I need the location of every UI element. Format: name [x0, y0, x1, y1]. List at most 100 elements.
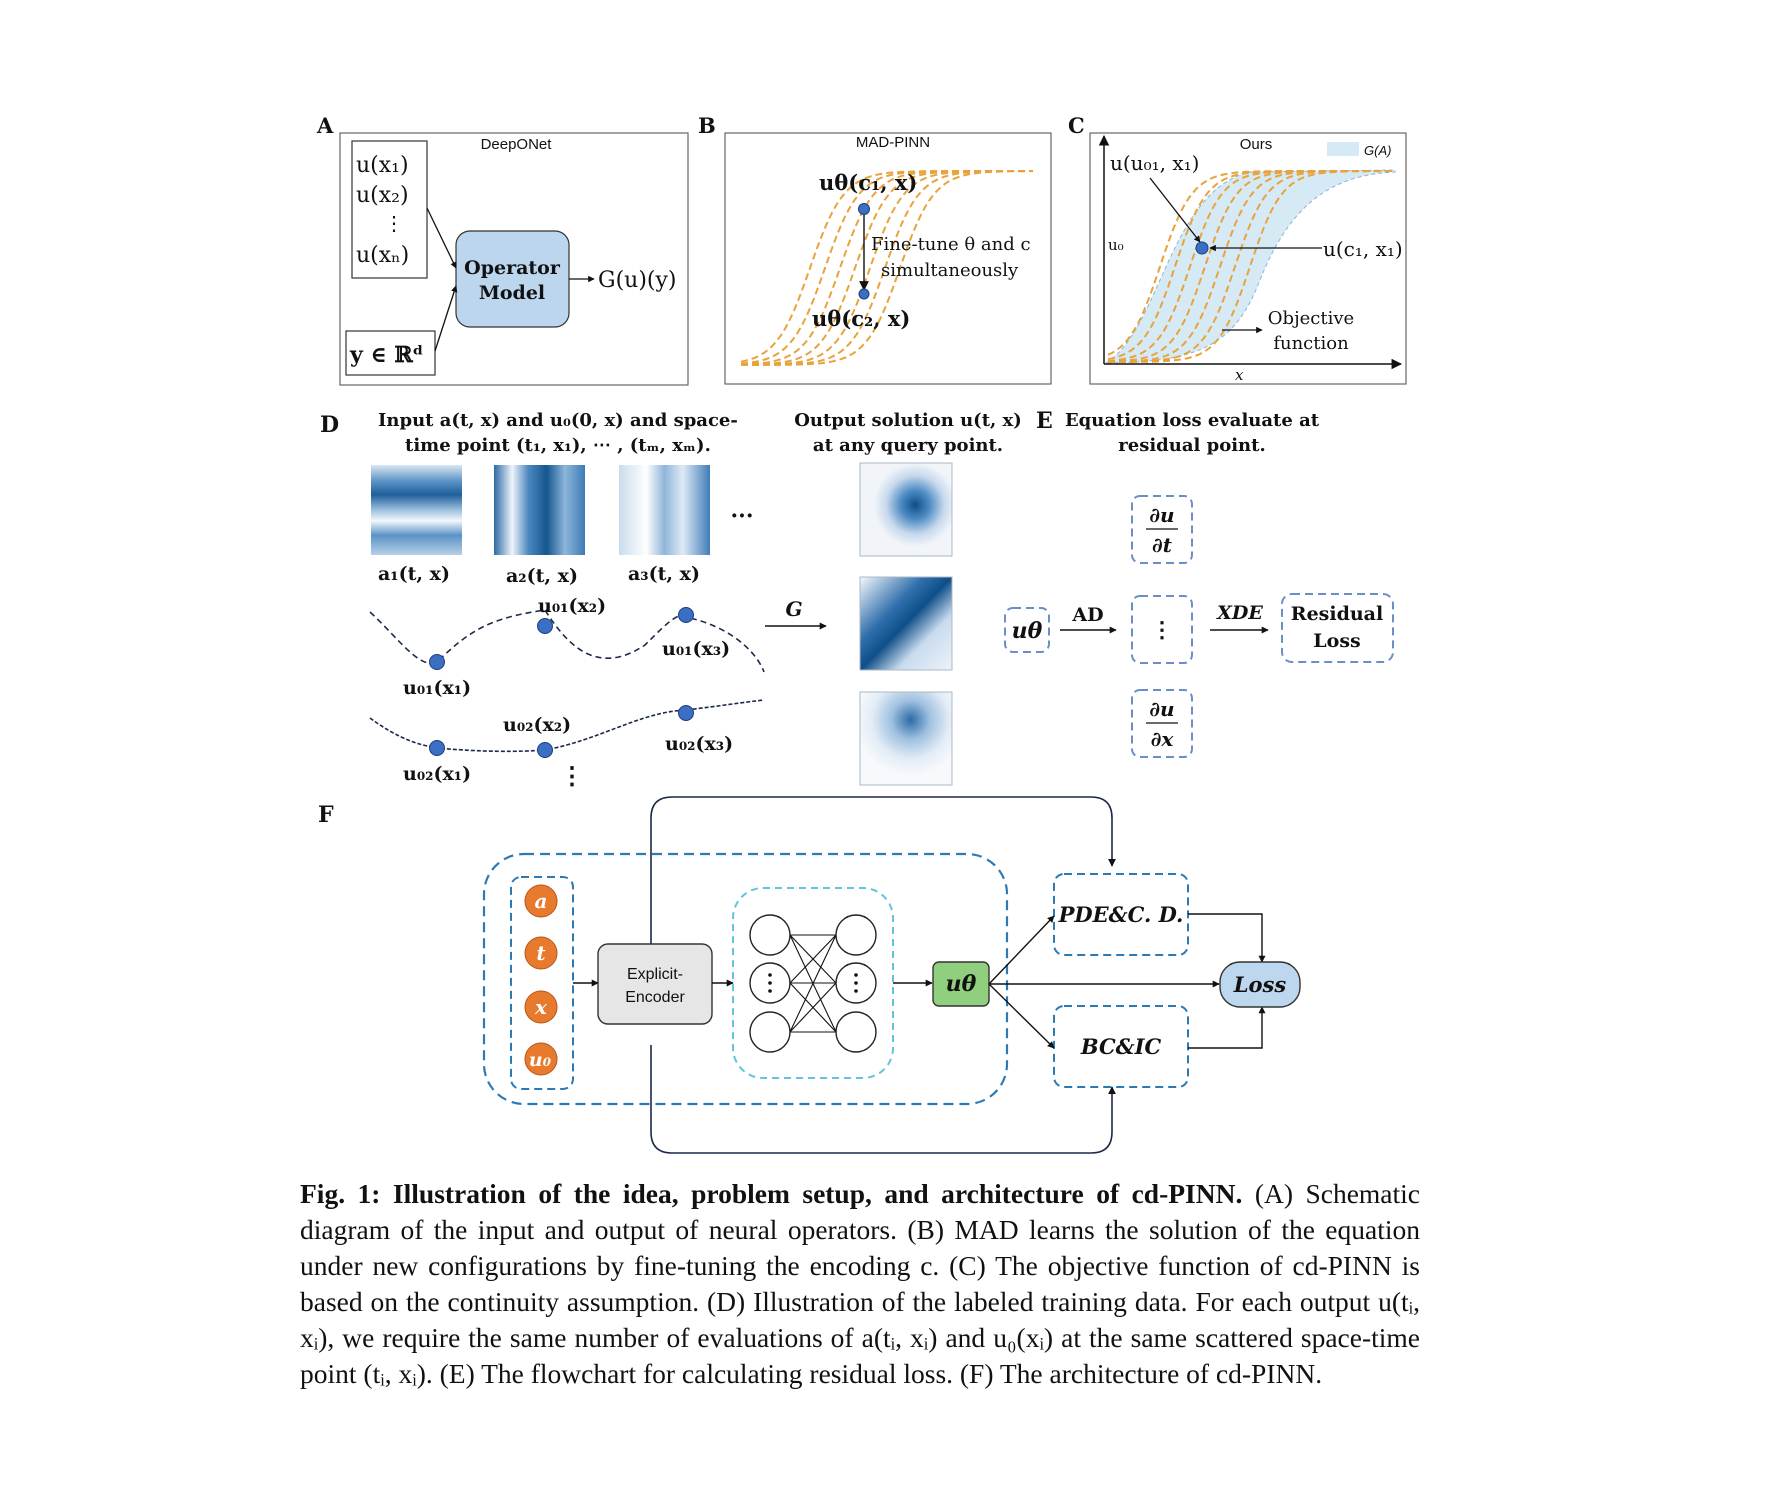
fine-tune-note: simultaneously: [881, 260, 1019, 281]
admissible-band: [1104, 169, 1396, 364]
sigmoid-curve-family: [740, 170, 1033, 366]
legend-swatch: [1327, 142, 1359, 156]
panel-e: E Equation loss evaluate at residual poi…: [1004, 408, 1394, 758]
derivative-box: [1131, 689, 1193, 758]
pointer-arrow: [1149, 177, 1201, 243]
panel-title: residual point.: [1118, 435, 1265, 456]
input-node-label: a: [535, 889, 548, 913]
sample-point: [678, 607, 694, 623]
sample-point: [537, 618, 553, 634]
input-function-box: [351, 140, 428, 279]
sigmoid-curve: [740, 170, 1033, 366]
network-edge: [789, 934, 837, 1033]
derivative-numerator: ∂u: [1149, 697, 1174, 721]
panel-letter: E: [1036, 408, 1053, 434]
ellipsis-dot: [768, 981, 772, 985]
loss-node: [1219, 961, 1301, 1008]
ad-label: AD: [1071, 604, 1103, 626]
flow-arrow: [988, 983, 1055, 1049]
field-label: a₂(t, x): [506, 565, 578, 587]
model-container: [482, 852, 1009, 1106]
panel-letter: C: [1068, 113, 1085, 138]
neural-network: [749, 914, 877, 1053]
sample-point: [537, 742, 553, 758]
coefficient-field: [494, 465, 585, 555]
xde-label: XDE: [1216, 602, 1263, 624]
legend-label: G(A): [1364, 143, 1391, 158]
fine-tune-note: Fine-tune θ and c: [871, 234, 1031, 255]
solution-point: [858, 203, 870, 215]
derivative-denominator: ∂x: [1151, 727, 1175, 751]
solution-field: [859, 691, 953, 786]
input-description: time point (t₁, x₁), ⋯ , (tₘ, xₘ).: [405, 435, 711, 456]
explicit-encoder: [597, 943, 713, 1025]
residual-loss-label: Loss: [1313, 630, 1360, 652]
operator-model-box: [455, 230, 570, 328]
operator-model-label: Model: [479, 282, 545, 304]
input-node: [524, 884, 558, 918]
sigmoid-curve: [740, 170, 1033, 366]
query-point: y ∈ ℝᵈ: [349, 342, 424, 368]
objective-label: Objective: [1268, 308, 1354, 329]
derivative-box: [1131, 495, 1193, 564]
upper-solution-label: uθ(c₁, x): [819, 170, 917, 195]
input-value: u(x₂): [356, 183, 409, 208]
sample-label: u₀₂(x₃): [665, 733, 733, 755]
panel-a: A DeepONet u(x₁) u(x₂) ⋮ u(xₙ) y ∈ ℝᵈ Op…: [316, 113, 689, 386]
coefficient-field: [371, 465, 462, 555]
ellipsis-dot: [768, 989, 772, 993]
objective-label: function: [1273, 333, 1349, 354]
network-node: [835, 914, 877, 956]
panel-frame: [339, 132, 689, 386]
encoder-label: Encoder: [625, 989, 685, 1006]
caption-body: (A) Schematic diagram of the input and o…: [300, 1178, 1421, 1389]
input-node-label: x: [534, 995, 548, 1019]
network-edge: [789, 982, 837, 1033]
solution-point-label: u(c₁, x₁): [1323, 237, 1403, 261]
panel-letter: B: [698, 113, 716, 138]
solution-point: [858, 288, 870, 300]
sigmoid-curve: [1108, 170, 1392, 363]
vertical-ellipsis: ⋮: [1151, 617, 1173, 643]
loss-label: Loss: [1233, 972, 1287, 997]
feedback-loop-top: [650, 796, 1116, 1000]
network-node: [835, 1011, 877, 1053]
ellipsis-dot: [854, 981, 858, 985]
input-group: [510, 876, 574, 1090]
network-edge: [789, 934, 837, 984]
feedback-loop-bottom: [650, 1045, 1116, 1154]
vertical-ellipsis: ⋮: [560, 761, 584, 790]
coefficient-field: [619, 465, 710, 555]
flow-arrow: [1188, 1006, 1266, 1049]
figure-caption: Fig. 1: Illustration of the idea, proble…: [300, 1176, 1420, 1392]
connector-arrow: [426, 207, 457, 269]
sigmoid-curve: [741, 170, 1033, 366]
residual-loss-box: [1281, 593, 1394, 663]
derivative-numerator: ∂u: [1149, 503, 1174, 527]
initial-value-label: u(u₀₁, x₁): [1110, 151, 1199, 175]
solution-field: [859, 462, 953, 557]
figure-canvas: A DeepONet u(x₁) u(x₂) ⋮ u(xₙ) y ∈ ℝᵈ Op…: [316, 113, 1407, 1154]
neural-network-group: [732, 887, 894, 1079]
solution-field: [859, 576, 953, 671]
panel-title: MAD-PINN: [856, 134, 930, 151]
network-output-box: [1004, 607, 1050, 653]
panel-title: DeepONet: [481, 136, 553, 153]
bcic-loss-label: BC&IC: [1080, 1034, 1162, 1059]
flow-arrow: [1188, 913, 1266, 963]
x-axis-label: x: [1235, 366, 1244, 384]
sample-label: u₀₁(x₂): [538, 595, 606, 617]
panel-d: D Input a(t, x) and u₀(0, x) and space- …: [320, 410, 1022, 790]
query-point-box: [345, 330, 436, 376]
sigmoid-curve: [740, 170, 1033, 363]
solution-point: [1195, 241, 1209, 255]
network-output-label: uθ: [946, 971, 977, 997]
lower-solution-label: uθ(c₂, x): [812, 306, 910, 331]
encoder-label: Explicit-: [627, 966, 683, 983]
sample-point: [429, 740, 445, 756]
derivative-denominator: ∂t: [1152, 533, 1173, 557]
input-node-label: t: [536, 941, 546, 965]
residual-loss-label: Residual: [1291, 603, 1383, 625]
ellipsis-dot: [854, 989, 858, 993]
panel-title: Equation loss evaluate at: [1065, 410, 1320, 431]
